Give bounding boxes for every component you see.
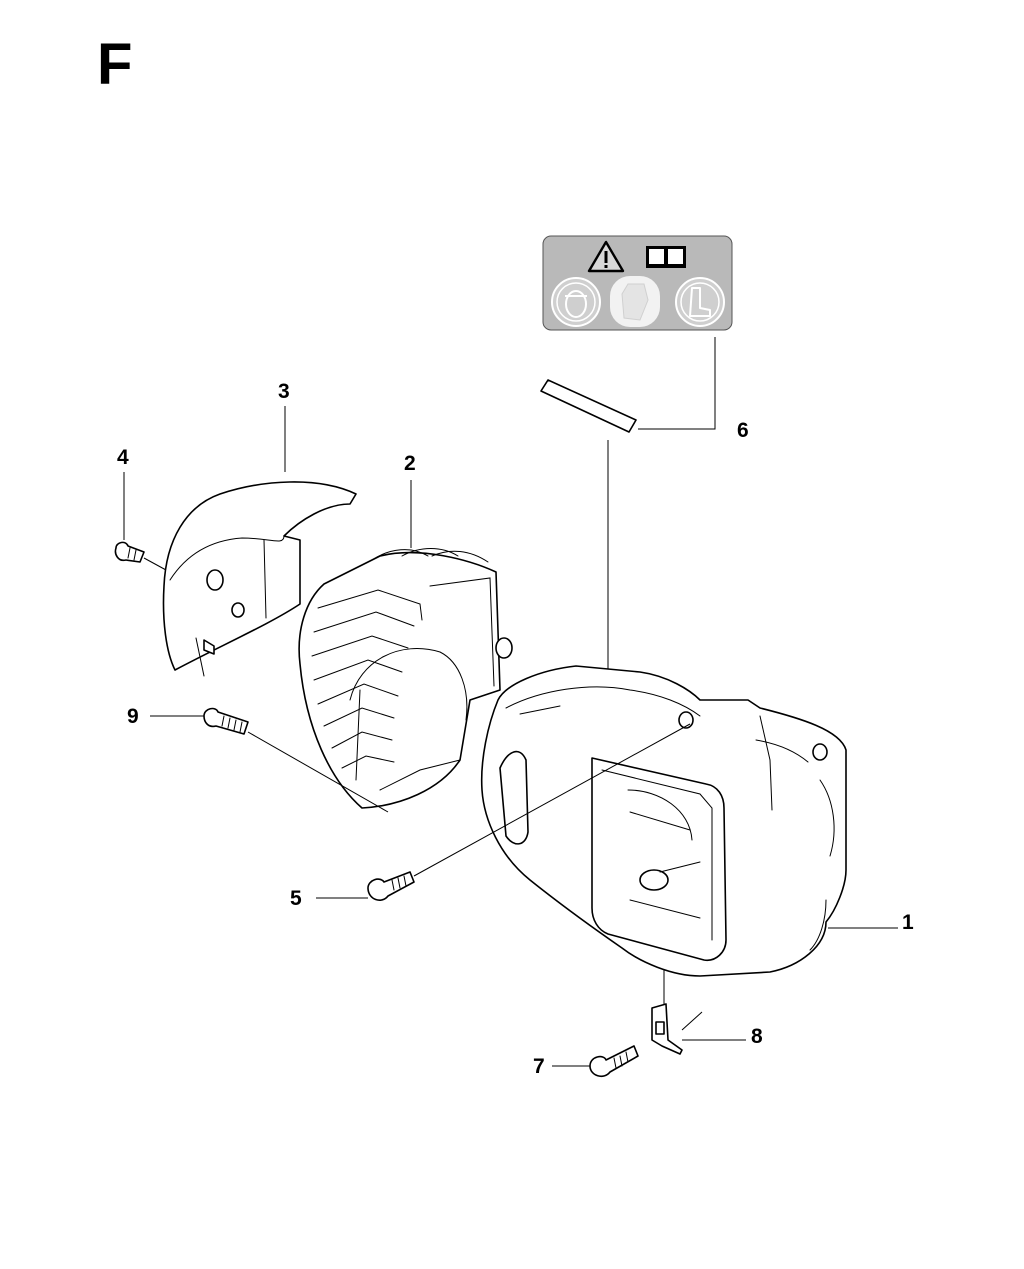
- warning-decal-panel: [542, 235, 733, 331]
- callout-5: 5: [290, 887, 302, 910]
- manual-book-icon: [646, 246, 686, 268]
- callout-9: 9: [127, 705, 139, 728]
- callout-4: 4: [117, 446, 129, 469]
- clip-nut-8: [651, 1003, 683, 1055]
- callout-2: 2: [404, 452, 416, 475]
- callout-6: 6: [737, 419, 749, 442]
- decal-sticker: [540, 379, 637, 433]
- leader-line-8-b: [681, 1011, 703, 1031]
- callout-8: 8: [751, 1025, 763, 1048]
- screw-5: [367, 871, 415, 901]
- face-protection-icon: [551, 277, 601, 327]
- screw-4: [114, 541, 145, 563]
- leader-line-5-b: [413, 723, 691, 877]
- screw-9: [203, 707, 249, 735]
- section-letter: F: [97, 32, 133, 97]
- callout-3: 3: [278, 380, 290, 403]
- gloves-icon: [610, 276, 660, 327]
- screw-7: [589, 1045, 639, 1078]
- warning-triangle-icon: [587, 240, 625, 273]
- callout-1: 1: [902, 911, 914, 934]
- fan-shroud-part: [298, 548, 513, 809]
- leader-line-6: [638, 337, 716, 430]
- boots-icon: [675, 277, 725, 327]
- top-cover-part: [162, 481, 357, 677]
- leader-line-9-b: [247, 731, 389, 813]
- cylinder-cover-part: [480, 665, 847, 977]
- callout-7: 7: [533, 1055, 545, 1078]
- leader-line-4-b: [143, 557, 167, 571]
